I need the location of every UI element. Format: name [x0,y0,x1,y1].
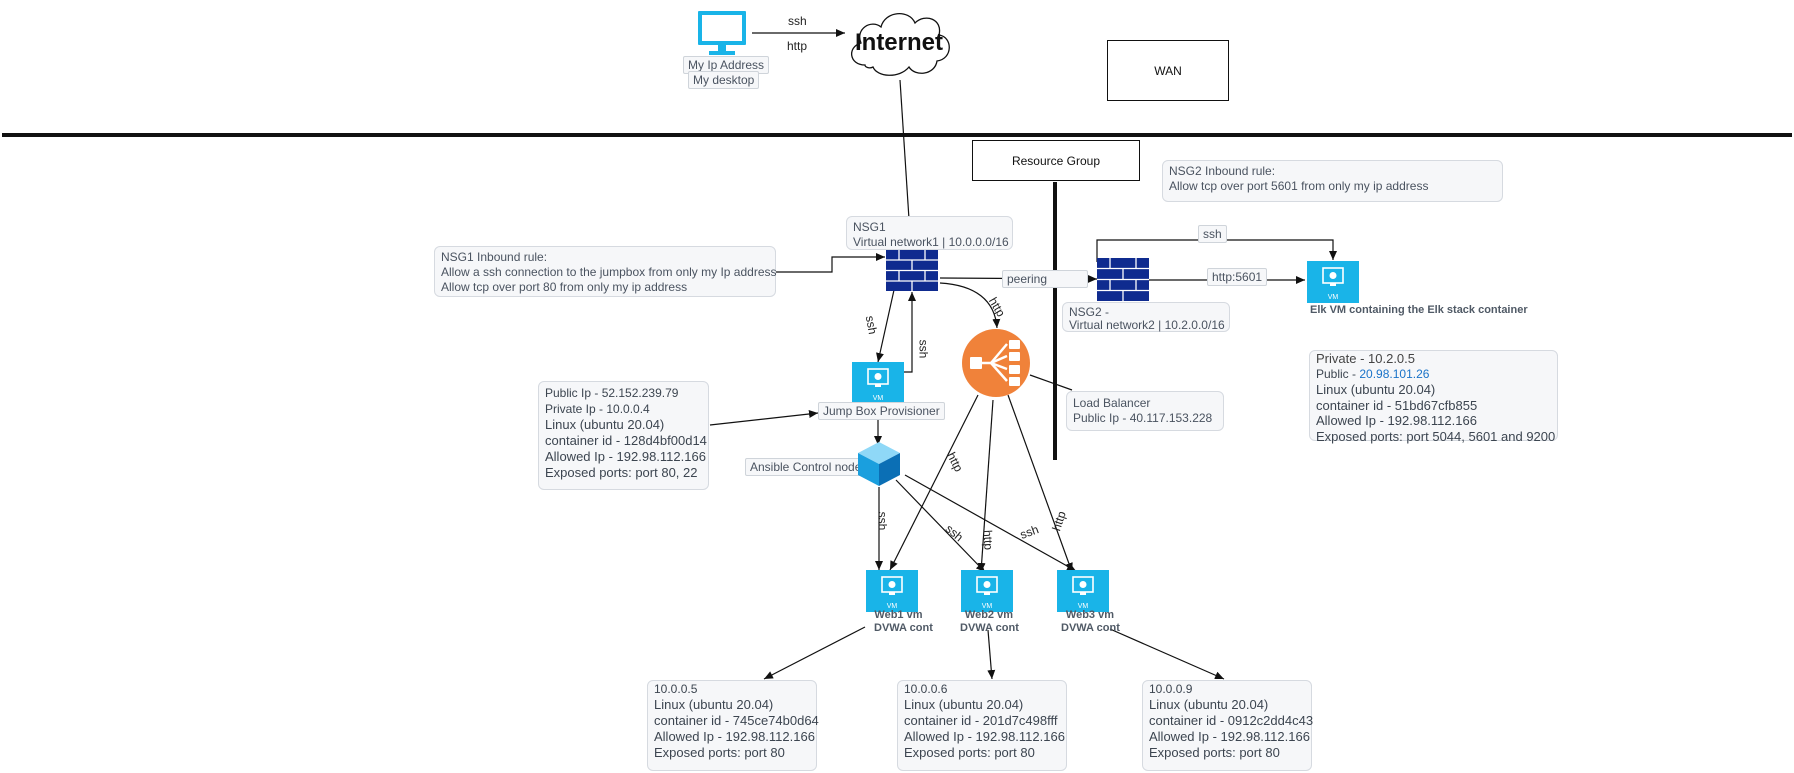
edge-nsg1-lb [939,282,1001,329]
jumpbox-label: Jump Box Provisioner [818,402,945,420]
desktop-ip-label: My Ip Address [683,56,770,74]
vm-icon: VM [1072,576,1094,610]
web2-vm[interactable]: VM [961,570,1013,612]
edge-label-ssh-top: ssh [788,14,807,28]
edge-web2-info [987,629,996,680]
svg-text:VM: VM [887,603,898,610]
edge-label-http-top: http [787,39,808,53]
edge-web1-info [763,626,866,680]
firewall-icon [1097,258,1149,301]
edge-jbinfo-jumpbox [709,410,819,426]
wan-label: WAN [1154,63,1182,78]
edge-lb-web3 [1007,394,1073,573]
resource-group-box: Resource Group [972,140,1140,181]
vm-icon: VM [1322,267,1344,301]
vm-icon: VM [976,576,998,610]
edge-lb-label [1029,374,1073,391]
web3-caption: Web3 vm DVWA cont [1061,609,1120,634]
jumpbox-vm[interactable]: VM [852,362,904,404]
elk-caption: Elk VM containing the Elk stack containe… [1310,304,1528,316]
cube-icon [858,442,900,486]
firewall-icon [886,250,938,291]
web2-caption: Web2 vm DVWA cont [960,609,1019,634]
ansible-node[interactable] [856,440,902,488]
web1-caption: Web1 vm DVWA cont [874,609,933,634]
edge-label-ssh-web1: ssh [875,511,890,531]
edge-lb-web2 [977,399,994,573]
vm-icon: VM [881,576,903,610]
ansible-label: Ansible Control node [745,458,867,476]
elk-info-box: Private - 10.2.0.5 Public - 20.98.101.26… [1309,350,1558,444]
nsg1-firewall[interactable] [886,250,938,291]
elk-vm[interactable]: VM [1307,261,1359,303]
svg-text:VM: VM [873,395,884,402]
load-balancer-label: Load Balancer Public Ip - 40.117.153.228 [1066,391,1224,431]
web1-info-box: 10.0.0.5 Linux (ubuntu 20.04) container … [647,680,819,771]
nsg2-firewall[interactable] [1097,258,1149,301]
svg-text:VM: VM [982,603,993,610]
desktop-node[interactable] [695,10,749,56]
edge-rule-nsg1 [776,253,885,273]
internet-label: Internet [854,29,943,56]
monitor-icon [698,11,746,55]
vm-icon: VM [867,368,889,402]
load-balancer-icon [962,329,1030,397]
web2-info-box: 10.0.0.6 Linux (ubuntu 20.04) container … [897,680,1067,771]
edge-ansible-web3 [904,474,1077,572]
edge-label-ssh-elk: ssh [1198,225,1227,243]
load-balancer-node[interactable] [961,328,1031,398]
resource-group-label: Resource Group [1011,153,1101,168]
web1-vm[interactable]: VM [866,570,918,612]
edge-label-http-web2: http [980,529,996,551]
svg-text:VM: VM [1078,603,1089,610]
jumpbox-info-box: Public Ip - 52.152.239.79 Private Ip - 1… [538,381,709,490]
internet-node[interactable]: Internet [843,5,955,80]
edge-lb-web1 [889,394,979,571]
edge-label-peering: peering [1002,270,1088,288]
cloud-icon [851,13,950,76]
edge-nsg1-jumpbox [876,289,895,363]
web3-vm[interactable]: VM [1057,570,1109,612]
edge-label-http-elk: http:5601 [1207,268,1268,286]
desktop-name-label: My desktop [688,71,760,89]
nsg1-rule-note: NSG1 Inbound rule: Allow a ssh connectio… [434,246,777,297]
svg-text:VM: VM [1328,294,1339,301]
edge-label-ssh-up: ssh [916,339,931,359]
nsg2-rule-note: NSG2 Inbound rule: Allow tcp over port 5… [1162,160,1503,202]
edge-label-ssh-down: ssh [862,314,880,336]
web3-info-box: 10.0.0.9 Linux (ubuntu 20.04) container … [1142,680,1313,771]
wan-box: WAN [1107,40,1229,101]
nsg1-label: NSG1 Virtual network1 | 10.0.0.0/16 [846,216,1013,250]
edge-web3-info [1109,628,1225,680]
nsg2-label: NSG2 - Virtual network2 | 10.2.0.0/16 [1062,302,1230,332]
edge-ansible-web2 [895,479,986,573]
edge-jumpbox-nsg1 [892,292,916,373]
